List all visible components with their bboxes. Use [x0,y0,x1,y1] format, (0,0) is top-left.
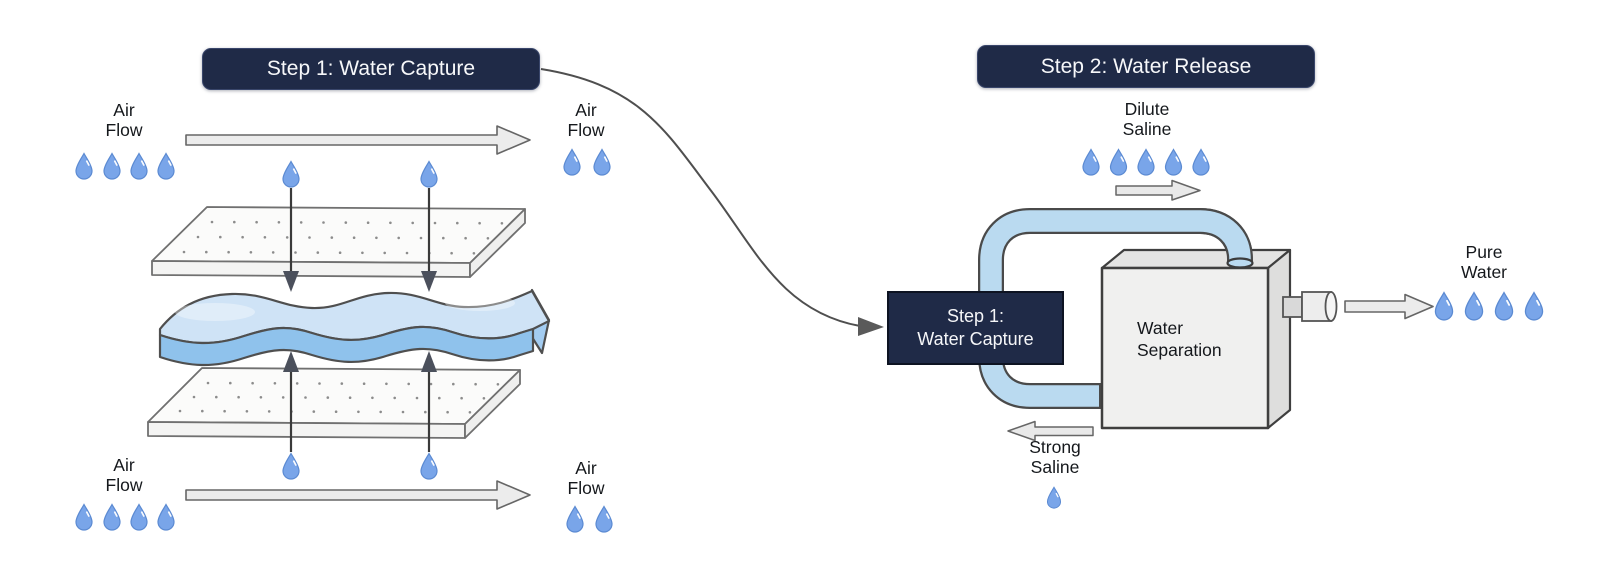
step1-title-text: Step 1: Water Capture [266,57,476,80]
membrane [158,288,551,367]
air-flow-label-bottom-right: Air Flow [567,458,605,498]
water-droplet-icon [157,152,175,180]
connector-arrow [540,68,884,336]
strong-saline-arrow-icon [1007,420,1094,442]
capture-step-box: Step 1: Water Capture [887,291,1064,365]
droplet-group-dilute-saline [1082,148,1210,176]
air-flow-arrow-bottom-icon [185,480,531,510]
air-flow-label-bottom-left: Air Flow [105,455,143,495]
water-droplet-icon [1109,148,1128,176]
water-droplet-icon [1192,148,1210,176]
water-droplet-icon [1046,486,1062,509]
step2-title-text: Step 2: Water Release [1040,54,1252,78]
water-droplet-icon [420,160,438,188]
water-droplet-icon [566,505,584,533]
up-arrowhead-icon [421,351,437,372]
water-droplet-icon [1164,148,1183,176]
droplet-group-bottom-left [75,503,175,531]
water-droplet-icon [1464,291,1484,321]
water-droplet-icon [593,148,611,176]
plate-perforations [178,381,500,414]
water-droplet-icon [595,505,613,533]
water-droplet-icon [282,452,300,480]
water-droplet-icon [420,452,438,480]
droplet-group-pure-water [1434,291,1544,321]
water-droplet-icon [1082,148,1100,176]
water-droplet-icon [75,503,93,531]
droplet-group-top-left [75,152,175,180]
capture-arrows-top [289,188,431,272]
droplet-group-top-right [563,148,611,176]
air-flow-label-top-left: Air Flow [105,100,143,140]
pure-water-label: Pure Water [1460,242,1508,282]
water-droplet-icon [103,503,121,531]
water-droplet-icon [1137,148,1155,176]
water-droplet-icon [563,148,581,176]
water-droplet-icon [130,503,148,531]
step2-title-pill: Step 2: Water Release [977,45,1315,88]
water-droplet-icon [75,152,93,180]
membrane-front-face [158,325,535,367]
water-droplet-icon [103,152,121,180]
dilute-saline-label: Dilute Saline [1122,99,1172,139]
water-droplet-icon [157,503,175,531]
pure-water-arrow-icon [1344,293,1434,320]
down-arrowhead-icon [283,271,299,292]
perforated-plate-bottom [147,367,521,439]
water-capture-diagram [75,68,884,533]
tube-inlet-rim [1226,257,1254,269]
water-droplet-icon [282,160,300,188]
outlet-nozzle [1282,291,1338,322]
water-droplet-icon [1494,291,1514,321]
down-arrowhead-icon [421,271,437,292]
droplet-group-bottom-right [566,505,613,533]
plate-perforations [182,220,504,255]
strong-saline-label: Strong Saline [1029,437,1081,477]
perforated-plate-top [151,206,526,278]
water-droplet-icon [1524,291,1544,321]
capture-arrows-bottom [289,371,431,452]
step1-title-pill: Step 1: Water Capture [202,48,540,90]
water-droplet-icon [130,152,148,180]
air-flow-arrow-top-icon [185,125,531,155]
tube-loop-water [980,210,1251,407]
water-separation-label: Water Separation [1137,318,1222,360]
water-release-diagram [978,148,1544,509]
up-arrowhead-icon [283,351,299,372]
air-flow-label-top-right: Air Flow [567,100,605,140]
dilute-saline-arrow-icon [1115,179,1201,201]
water-droplet-icon [1434,291,1454,321]
water-separation-box [1100,248,1292,430]
